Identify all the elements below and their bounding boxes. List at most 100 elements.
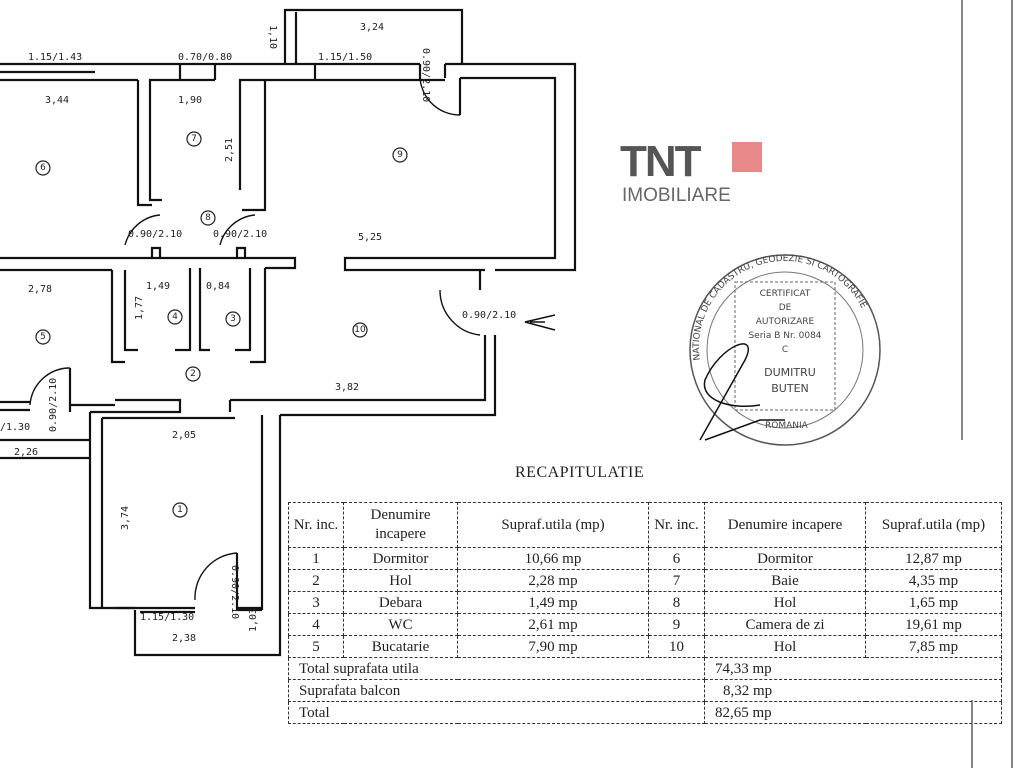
cell: 19,61 mp xyxy=(865,613,1002,636)
cell: Hol xyxy=(704,635,866,658)
cadastre-stamp: NATIONAL DE CADASTRU, GEODEZIE SI CARTOG… xyxy=(689,254,881,446)
total-row: Total suprafata utila 74,33 mp xyxy=(288,657,1002,680)
dim-label: 1,77 xyxy=(134,296,145,320)
header-name: Denumire incapere xyxy=(343,502,458,548)
dim-label: 1.15/1.30 xyxy=(140,612,194,623)
cell: 12,87 mp xyxy=(865,547,1002,570)
cell: Hol xyxy=(704,591,866,614)
dim-label: 0.90/2.10 xyxy=(213,229,267,240)
total-value: 74,33 mp xyxy=(704,657,1002,680)
room-number: 8 xyxy=(205,213,211,223)
cell: 10,66 mp xyxy=(457,547,649,570)
cell: Camera de zi xyxy=(704,613,866,636)
cell: 5 xyxy=(288,635,344,658)
dim-label: 0,84 xyxy=(206,281,230,292)
stamp-line: DUMITRU xyxy=(764,366,816,379)
cell: Baie xyxy=(704,569,866,592)
cell: 4,35 mp xyxy=(865,569,1002,592)
stamp-line: Seria B Nr. 0084 xyxy=(748,331,821,341)
dim-label: 1,49 xyxy=(146,281,170,292)
cell: 2,61 mp xyxy=(457,613,649,636)
cell: Hol xyxy=(343,569,458,592)
dim-label: 1,10 xyxy=(267,25,278,49)
cell: 1 xyxy=(288,547,344,570)
dim-label: 1.15/1.43 xyxy=(28,52,82,63)
room-number: 6 xyxy=(40,163,46,173)
house-icon xyxy=(732,142,762,172)
dim-label: 0.90/2.10 xyxy=(48,378,59,432)
dim-label: 0.70/0.80 xyxy=(178,52,232,63)
room-number: 10 xyxy=(354,325,366,335)
room-number: 5 xyxy=(40,332,46,342)
total-row: Total 82,65 mp xyxy=(288,701,1002,724)
header-area: Supraf.utila (mp) xyxy=(457,502,649,548)
dim-label: 1.15/1.50 xyxy=(318,52,372,63)
dim-label: 3,44 xyxy=(45,95,69,106)
cell: 7,90 mp xyxy=(457,635,649,658)
cell: Dormitor xyxy=(704,547,866,570)
stamp-line: DE xyxy=(779,303,792,313)
cell: Bucatarie xyxy=(343,635,458,658)
entry-arrow-icon xyxy=(524,314,556,331)
total-label: Suprafata balcon xyxy=(288,679,705,702)
signature xyxy=(699,343,785,441)
room-number: 2 xyxy=(190,369,196,379)
summary-title: RECAPITULATIE xyxy=(515,464,645,481)
room-number: 4 xyxy=(172,312,178,322)
header-nr: Nr. inc. xyxy=(288,502,344,548)
summary-table: Nr. inc. Denumire incapere Supraf.utila … xyxy=(288,502,1002,724)
stamp-line: BUTEN xyxy=(771,382,809,395)
stamp-line: C xyxy=(782,345,788,355)
dim-label: 2,05 xyxy=(172,430,196,441)
cell: 9 xyxy=(648,613,705,636)
header-area: Supraf.utila (mp) xyxy=(865,502,1002,548)
dim-label: 2,78 xyxy=(28,284,52,295)
cell: 1,49 mp xyxy=(457,591,649,614)
total-label: Total xyxy=(288,701,705,724)
cell: 7 xyxy=(648,569,705,592)
total-value: 82,65 mp xyxy=(704,701,1002,724)
dim-label: 1,90 xyxy=(178,95,202,106)
dim-label: 0.90/2.10 xyxy=(420,48,431,102)
dim-label: 3,74 xyxy=(120,506,131,530)
dim-label: 3,82 xyxy=(335,382,359,393)
cell: 7,85 mp xyxy=(865,635,1002,658)
dim-label: 0.90/2.10 xyxy=(229,565,240,619)
total-label: Total suprafata utila xyxy=(288,657,705,680)
room-number: 7 xyxy=(191,134,197,144)
dim-label: 0.90/2.10 xyxy=(462,310,516,321)
room-markers xyxy=(35,131,408,518)
cell: Debara xyxy=(343,591,458,614)
cell: 8 xyxy=(648,591,705,614)
cell: Dormitor xyxy=(343,547,458,570)
cell: 2,28 mp xyxy=(457,569,649,592)
dim-label: 5,25 xyxy=(358,232,382,243)
dim-label: 2,38 xyxy=(172,633,196,644)
header-nr: Nr. inc. xyxy=(648,502,705,548)
cell: 2 xyxy=(288,569,344,592)
header-name: Denumire incapere xyxy=(704,502,866,548)
cell: 3 xyxy=(288,591,344,614)
room-number: 1 xyxy=(177,505,183,515)
dim-label: 3,24 xyxy=(360,22,384,33)
dim-label: 1,03 xyxy=(248,608,259,632)
cell: 10 xyxy=(648,635,705,658)
cell: 1,65 mp xyxy=(865,591,1002,614)
dim-label: /1.30 xyxy=(0,422,30,433)
dim-label: 0.90/2.10 xyxy=(128,229,182,240)
watermark-brand: TNT xyxy=(620,137,702,186)
tnt-imobiliare-watermark: TNT IMOBILIARE xyxy=(620,140,765,210)
stamp-bottom-text: ROMANIA xyxy=(765,421,809,431)
total-value: 8,32 mp xyxy=(704,679,1002,702)
dim-label: 2,51 xyxy=(224,138,235,162)
cell: WC xyxy=(343,613,458,636)
room-number: 9 xyxy=(397,150,403,160)
dim-label: 2,26 xyxy=(14,447,38,458)
